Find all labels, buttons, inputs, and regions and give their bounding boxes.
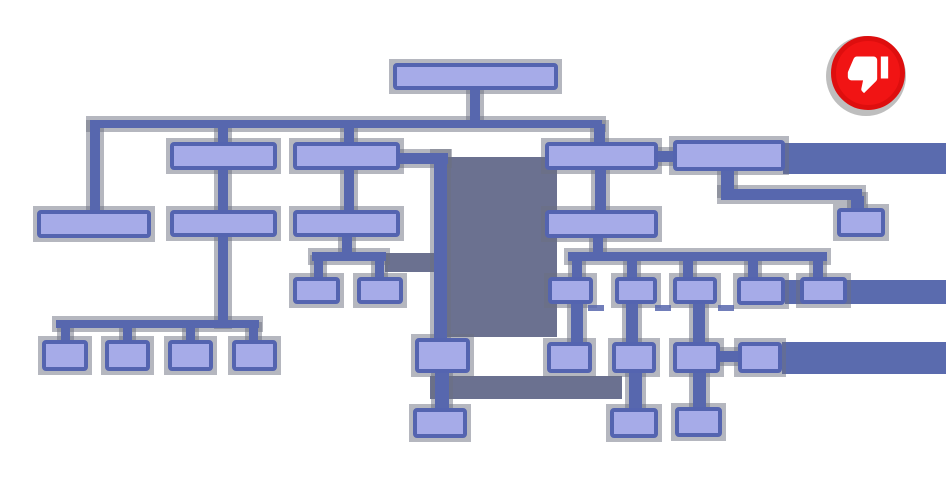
connector-drop-k xyxy=(375,259,384,279)
connector-i-down xyxy=(593,236,603,254)
connector-c-right xyxy=(400,153,448,164)
org-node-f[interactable] xyxy=(837,208,885,237)
org-node-l[interactable] xyxy=(42,340,88,371)
connector-drop-b xyxy=(218,124,228,144)
org-node-g[interactable] xyxy=(170,210,277,237)
connector-root-stub xyxy=(470,88,480,122)
org-node-j[interactable] xyxy=(293,277,340,304)
connector-e-f-horiz xyxy=(721,189,862,200)
org-node-q[interactable] xyxy=(413,408,467,438)
highlight-band-band-e xyxy=(783,143,946,174)
org-node-h[interactable] xyxy=(293,210,400,237)
gray-shape-bottom-gray-band xyxy=(430,376,622,399)
connector-d-i xyxy=(595,168,606,212)
org-node-r4[interactable] xyxy=(737,277,785,305)
org-node-b[interactable] xyxy=(170,142,277,170)
org-node-m[interactable] xyxy=(105,340,150,371)
connector-g-down xyxy=(218,235,228,325)
org-node-k[interactable] xyxy=(357,277,403,304)
thumbs-down-icon xyxy=(846,51,890,95)
connector-r1-s1 xyxy=(571,302,583,344)
org-node-e[interactable] xyxy=(673,140,785,171)
org-node-a[interactable] xyxy=(37,210,151,238)
org-node-i[interactable] xyxy=(545,210,658,238)
connector-drop-j xyxy=(314,259,323,279)
connector-bracket-jk xyxy=(312,252,386,261)
connector-drop-r4 xyxy=(748,259,758,279)
connector-c-h xyxy=(344,168,354,212)
connector-e-down xyxy=(721,169,734,194)
connector-drop-r3 xyxy=(683,259,693,279)
connector-mid-vertical xyxy=(434,153,447,340)
gray-shape-center-block xyxy=(434,157,557,337)
org-node-t1[interactable] xyxy=(610,408,658,438)
org-node-r3[interactable] xyxy=(673,277,717,304)
thumbs-down-badge xyxy=(831,36,905,110)
connector-drop-c xyxy=(344,124,354,144)
org-node-s4[interactable] xyxy=(738,342,782,373)
org-node-c[interactable] xyxy=(293,142,400,170)
connector-drop-r5 xyxy=(813,259,823,279)
org-node-n[interactable] xyxy=(168,340,213,371)
org-node-r5[interactable] xyxy=(800,277,847,304)
connector-drop-r2 xyxy=(627,259,637,279)
connector-drop-d xyxy=(594,124,605,144)
connector-h-stub xyxy=(342,235,352,255)
org-node-t2[interactable] xyxy=(675,407,722,437)
org-node-s1[interactable] xyxy=(547,342,592,373)
connector-r3-s3 xyxy=(693,302,705,344)
connector-e-f-down xyxy=(851,196,864,210)
connector-drop-m xyxy=(123,326,132,342)
connector-drop-r1 xyxy=(572,259,582,279)
connector-bracket-lmno xyxy=(56,320,259,328)
connector-drop-n xyxy=(186,326,195,342)
connector-r2-s2 xyxy=(626,302,638,344)
org-node-s2[interactable] xyxy=(612,342,656,373)
org-node-d[interactable] xyxy=(545,142,658,170)
connector-gap-mark-3 xyxy=(718,305,734,311)
org-node-r1[interactable] xyxy=(548,277,593,304)
connector-drop-o xyxy=(249,326,258,342)
highlight-band-band-s xyxy=(782,342,946,374)
connector-drop-l xyxy=(61,326,70,342)
connector-gap-mark-1 xyxy=(588,305,604,311)
org-node-o[interactable] xyxy=(232,340,277,371)
org-node-s3[interactable] xyxy=(673,342,720,373)
gray-shape-jk-gray-link xyxy=(385,253,434,272)
connector-gap-mark-2 xyxy=(655,305,671,311)
connector-d-e xyxy=(656,151,674,162)
connector-s2-t1 xyxy=(629,371,642,410)
connector-bracket-r xyxy=(568,252,827,261)
connector-drop-a xyxy=(90,124,100,212)
org-node-p[interactable] xyxy=(415,338,470,373)
org-node-root[interactable] xyxy=(393,63,558,90)
connector-s3-s4 xyxy=(718,351,739,362)
connector-s3-t2 xyxy=(693,371,706,410)
connector-b-g xyxy=(218,168,228,212)
connector-p-q xyxy=(435,371,449,410)
org-node-r2[interactable] xyxy=(615,277,657,304)
